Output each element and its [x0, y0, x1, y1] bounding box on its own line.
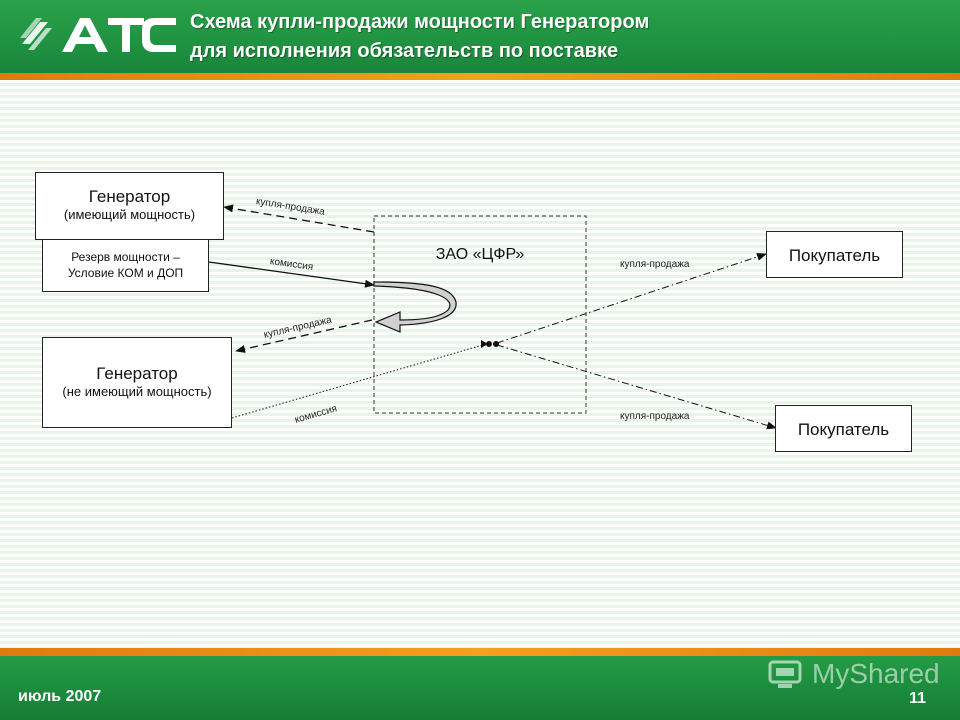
reserve-line2: Условие КОМ и ДОП: [67, 266, 184, 280]
reserve-box: Резерв мощности – Условие КОМ и ДОП: [42, 238, 209, 292]
header-bar: [0, 0, 960, 80]
generator-with-capacity-note: (имеющий мощность): [63, 207, 196, 222]
reserve-line1: Резерв мощности –: [71, 250, 180, 264]
junction-arrowhead: [481, 340, 488, 348]
cfr-label: ЗАО «ЦФР»: [435, 246, 525, 263]
buyer-box-2: Покупатель: [775, 405, 912, 452]
footer-accent-line: [0, 648, 960, 656]
label-sale-buyer2: купля-продажа: [620, 411, 690, 422]
footer-date: июль 2007: [18, 688, 102, 705]
header-accent-line: [0, 73, 960, 80]
page-number: 11: [909, 690, 926, 707]
watermark: MyShared: [766, 654, 946, 698]
slide-title-line1: Схема купли-продажи мощности Генератором: [190, 11, 650, 33]
generator-with-capacity-name: Генератор: [88, 187, 171, 206]
atc-logo: [20, 18, 176, 52]
label-sale-buyer1: купля-продажа: [620, 259, 690, 270]
commission-arrow-bottom: [231, 343, 487, 419]
junction-dot: [493, 341, 499, 347]
curved-arrow-icon: [373, 281, 457, 333]
sale-arrow-buyer1: [496, 253, 767, 344]
buyer-2-label: Покупатель: [797, 420, 890, 439]
watermark-icon: [768, 660, 802, 688]
buyer-1-label: Покупатель: [788, 246, 881, 265]
sale-arrow-buyer2: [496, 344, 777, 430]
sale-arrow-gen2: [235, 319, 373, 353]
watermark-text: MyShared: [812, 658, 940, 689]
commission-arrow-top: [208, 261, 375, 288]
generator-without-capacity-note: (не имеющий мощность): [62, 384, 212, 399]
slide-title: Схема купли-продажи мощности Генератором…: [190, 8, 890, 66]
cfr-box: [373, 215, 587, 414]
junction-dot: [486, 341, 492, 347]
generator-without-capacity-box: Генератор (не имеющий мощность): [42, 337, 232, 428]
generator-without-capacity-name: Генератор: [96, 364, 178, 383]
footer-bar: [0, 648, 960, 720]
slide-title-line2: для исполнения обязательств по поставке: [190, 40, 619, 62]
buyer-box-1: Покупатель: [766, 231, 903, 278]
generator-with-capacity-box: Генератор (имеющий мощность): [35, 172, 224, 240]
